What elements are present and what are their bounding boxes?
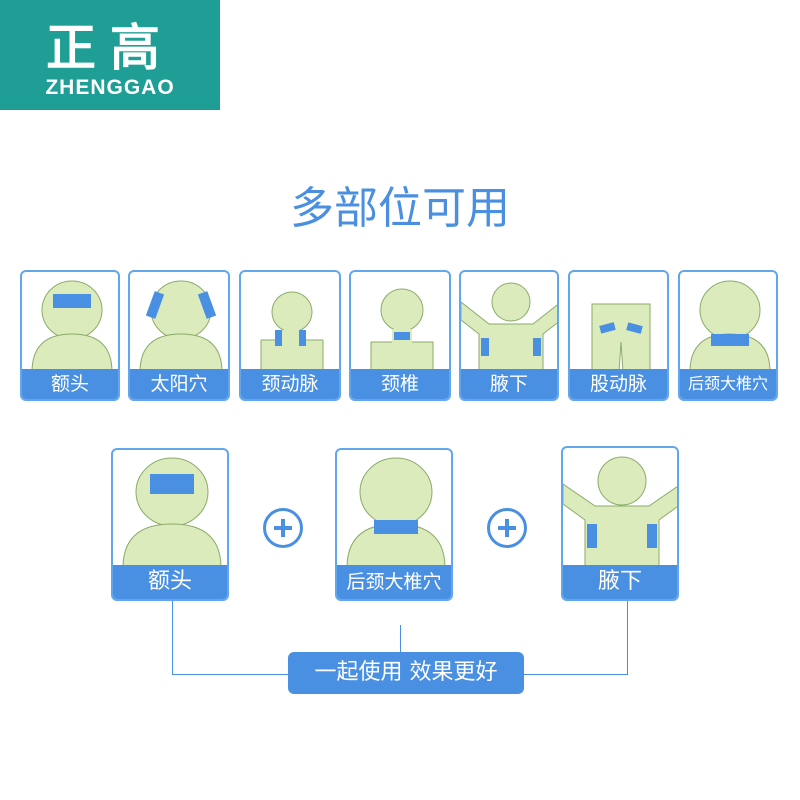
part-label: 股动脉 xyxy=(570,369,667,399)
combo-card-armpit: 腋下 xyxy=(561,446,679,601)
part-card-forehead: 额头 xyxy=(20,270,120,401)
part-label: 太阳穴 xyxy=(130,369,228,399)
logo-english: ZHENGGAO xyxy=(45,76,175,99)
plus-icon xyxy=(487,508,527,548)
cervical-illustration xyxy=(370,288,434,373)
part-label: 颈椎 xyxy=(351,369,449,399)
plus-icon xyxy=(263,508,303,548)
part-card-temple: 太阳穴 xyxy=(128,270,230,401)
part-label: 后颈大椎穴 xyxy=(680,369,776,399)
dazhui-illustration xyxy=(689,280,771,373)
connector-line xyxy=(627,601,628,675)
part-label: 额头 xyxy=(22,369,118,399)
part-label: 颈动脉 xyxy=(241,369,339,399)
combo-card-dazhui: 后颈大椎穴 xyxy=(335,448,453,601)
armpit-illustration xyxy=(563,456,677,569)
part-card-carotid: 颈动脉 xyxy=(239,270,341,401)
part-label: 腋下 xyxy=(461,369,557,399)
logo-chinese: 正高 xyxy=(46,18,174,77)
connector-line xyxy=(400,625,401,652)
forehead-illustration xyxy=(122,457,222,569)
dazhui-illustration xyxy=(346,457,446,569)
combo-card-forehead: 额头 xyxy=(111,448,229,601)
temple-illustration xyxy=(139,280,223,373)
combo-caption: 一起使用 效果更好 xyxy=(288,652,524,694)
combo-label: 额头 xyxy=(113,565,227,599)
connector-line xyxy=(172,601,173,675)
combo-label: 腋下 xyxy=(563,565,677,599)
part-card-dazhui: 后颈大椎穴 xyxy=(678,270,778,401)
brand-logo: 正高 ZHENGGAO xyxy=(0,0,220,110)
part-card-femoral: 股动脉 xyxy=(568,270,669,401)
combo-label: 后颈大椎穴 xyxy=(337,565,451,599)
part-card-cervical: 颈椎 xyxy=(349,270,451,401)
connector-line xyxy=(172,674,288,675)
connector-line xyxy=(524,674,628,675)
carotid-illustration xyxy=(260,291,324,373)
forehead-illustration xyxy=(31,280,113,373)
armpit-illustration xyxy=(461,282,557,373)
headline: 多部位可用 xyxy=(290,183,510,234)
part-card-armpit: 腋下 xyxy=(459,270,559,401)
